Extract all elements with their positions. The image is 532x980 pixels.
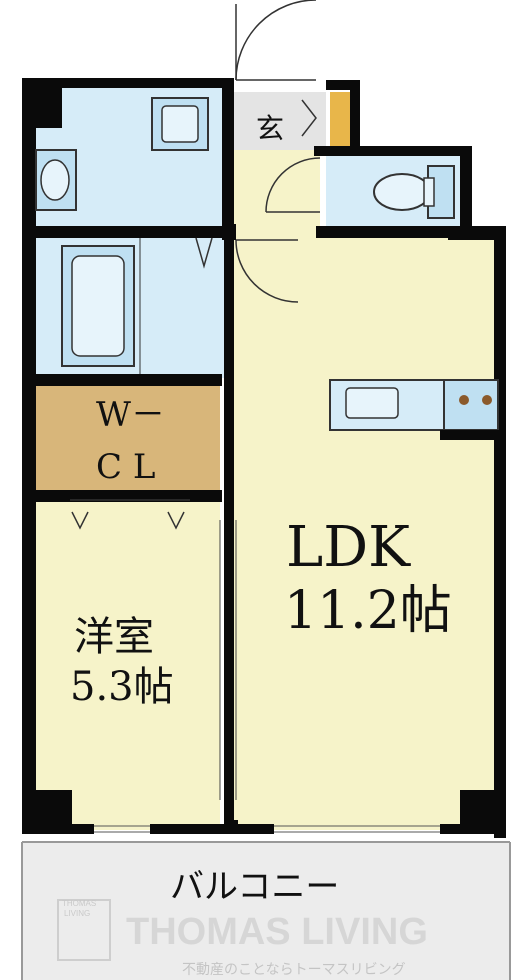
hallway-area — [234, 150, 320, 240]
sliding-partition — [219, 520, 237, 800]
western-room-name-label: 洋室 — [74, 614, 154, 660]
bath-door — [195, 237, 213, 269]
stove-burner-right — [482, 395, 492, 405]
watermark-tagline: 不動産のことならトーマスリビング — [182, 961, 406, 977]
ldk-door — [235, 239, 299, 303]
ldk-size-label: 11.2帖 — [284, 581, 452, 641]
genkan-area — [234, 92, 326, 150]
ldk-area — [234, 236, 500, 830]
balcony-rail — [21, 841, 511, 980]
laundry-icon — [35, 149, 77, 211]
genkan-label: 玄 — [256, 112, 284, 145]
toilet-icon — [373, 165, 455, 219]
western-room-area — [36, 500, 220, 830]
wcl-label-line2: C L — [96, 447, 155, 487]
walk-in-closet-area — [36, 386, 220, 492]
watermark-logo-line2: LIVING — [64, 909, 90, 918]
wcl-label-line1: W－ — [96, 395, 165, 435]
kitchen-counter — [329, 379, 500, 440]
western-room-size-label: 5.3帖 — [70, 664, 174, 710]
watermark-brand: THOMAS LIVING — [126, 911, 428, 953]
walls — [22, 78, 506, 838]
watermark-logo: THOMAS LIVING — [57, 899, 111, 961]
bathtub-icon — [61, 238, 141, 374]
entrance-door — [235, 0, 317, 81]
closet-doors — [70, 499, 190, 530]
balcony-label: バルコニー — [170, 867, 339, 907]
balcony-area — [22, 842, 510, 980]
bottom-windows — [94, 825, 440, 833]
toilet-door — [265, 157, 321, 213]
shoe-box — [330, 92, 350, 148]
genkan-door — [301, 99, 317, 137]
stove-burner-left — [459, 395, 469, 405]
watermark-logo-line1: THOMAS — [62, 899, 96, 908]
ldk-name-label: LDK — [286, 515, 411, 580]
washbasin-icon — [151, 97, 209, 151]
